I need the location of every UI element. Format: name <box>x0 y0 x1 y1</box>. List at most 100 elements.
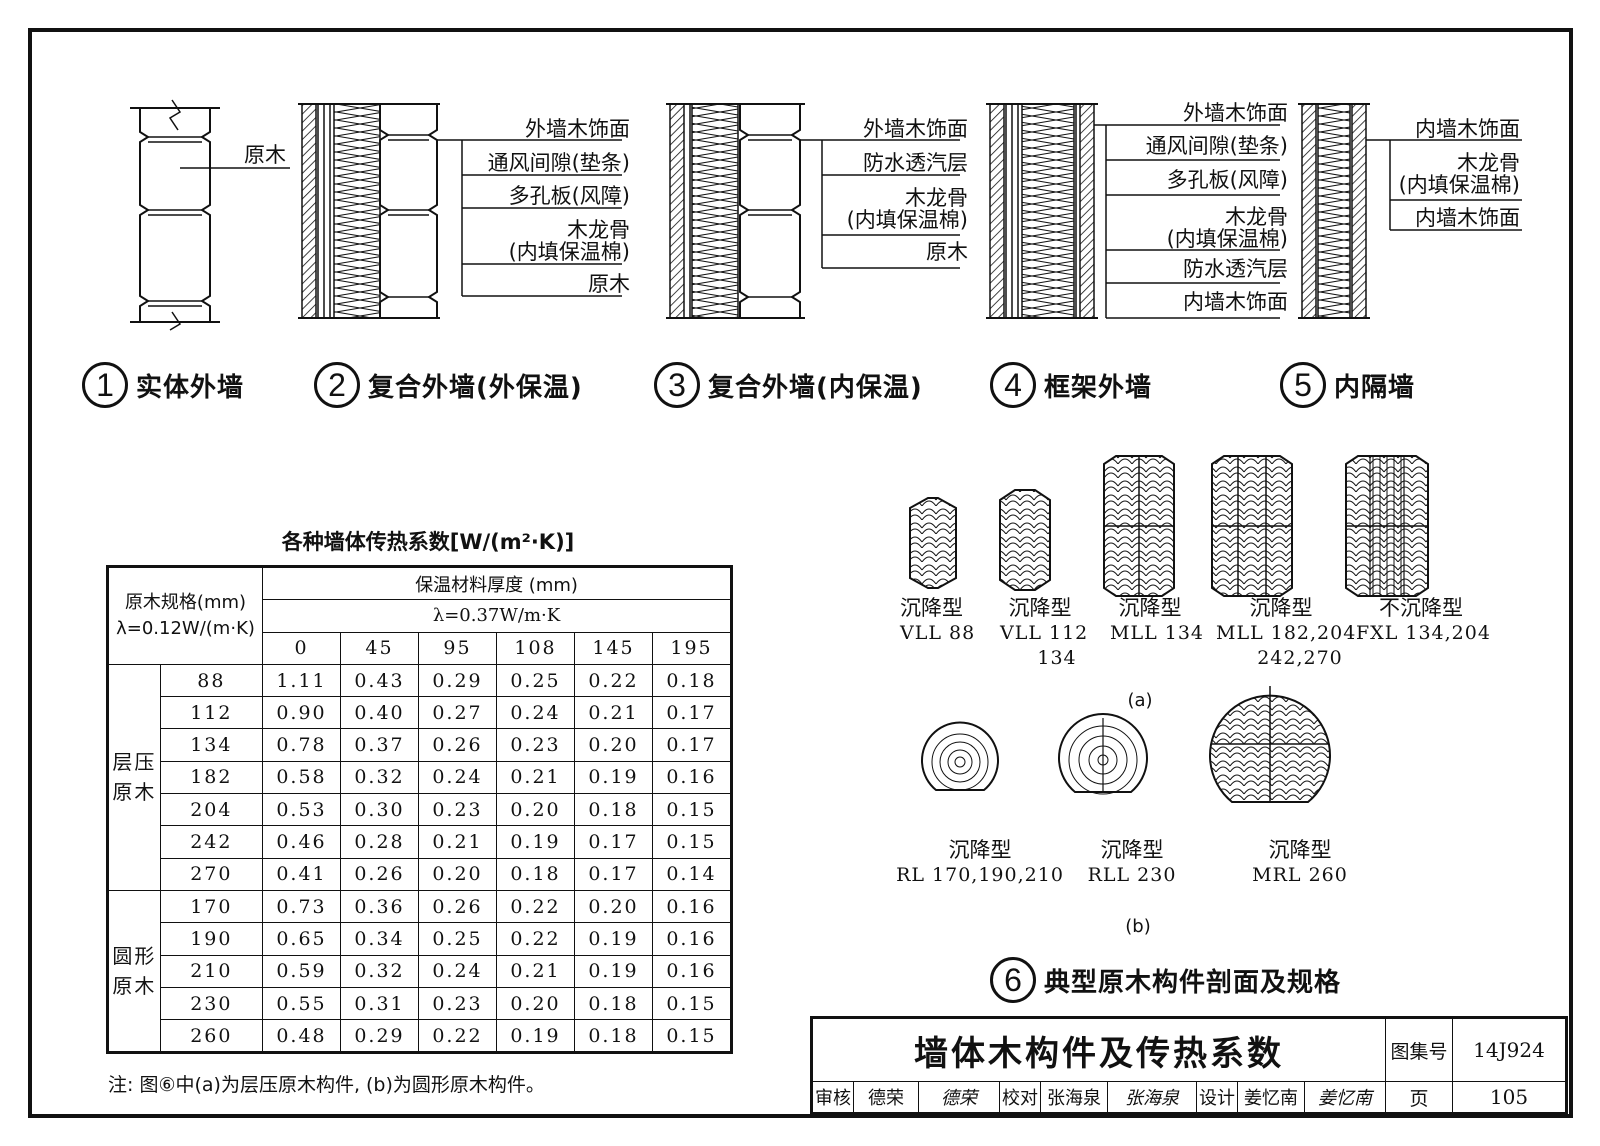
section-a-label-1: 沉降型 VLL 112 134 <box>1000 596 1089 671</box>
coefficient-cell: 0.15 <box>652 825 732 859</box>
section-mll-134 <box>1103 455 1175 597</box>
wall-5-label-3: 内墙木饰面 <box>1415 206 1520 230</box>
coefficient-cell: 0.53 <box>262 793 341 827</box>
wall-2-title: 复合外墙(外保温) <box>368 372 583 403</box>
coefficient-cell: 0.26 <box>418 889 497 924</box>
table-head-left-2: λ=0.12W/(m·K) <box>116 617 255 639</box>
coefficient-cell: 0.18 <box>496 857 575 891</box>
section-a-label-3: 沉降型 MLL 182,204 242,270 <box>1216 596 1355 671</box>
coefficient-cell: 0.31 <box>340 986 419 1021</box>
spec-cell: 210 <box>159 954 264 988</box>
section-code: RLL 230 <box>1087 864 1177 886</box>
section-code: VLL 112 <box>1000 622 1089 644</box>
coefficient-cell: 0.26 <box>340 857 419 891</box>
section-type: 沉降型 <box>948 838 1012 862</box>
section-b-label-2: 沉降型 MRL 260 <box>1250 838 1350 888</box>
wall-5-section <box>1298 103 1522 319</box>
coefficient-cell: 0.25 <box>496 663 575 698</box>
group-label-line-1: 圆形 <box>112 944 157 969</box>
coefficient-cell: 0.17 <box>652 728 732 762</box>
figure-number-circle: 5 <box>1280 362 1326 408</box>
table-head-right-2: λ=0.37W/m·K <box>262 599 732 633</box>
wall-3-label-3: (内填保温棉) <box>846 208 968 232</box>
review-name: 德荣 <box>853 1081 919 1114</box>
coefficient-cell: 0.22 <box>496 889 575 924</box>
coefficient-cell: 0.14 <box>652 857 732 891</box>
spec-cell: 182 <box>159 760 264 795</box>
coefficient-cell: 0.15 <box>652 986 732 1021</box>
section-type: 沉降型 <box>1249 596 1313 620</box>
table-head-right-1: 保温材料厚度 (mm) <box>262 565 732 601</box>
spec-cell: 190 <box>159 922 264 956</box>
wall-sections-drawing <box>130 99 1522 331</box>
thickness-cell: 145 <box>574 631 653 665</box>
wall-5-title: 内隔墙 <box>1334 372 1416 403</box>
page-number: 105 <box>1452 1081 1567 1114</box>
figure-number-circle: 6 <box>990 957 1036 1003</box>
check-label: 校对 <box>999 1081 1041 1114</box>
figure-number-circle: 4 <box>990 362 1036 408</box>
coefficient-cell: 0.36 <box>340 889 419 924</box>
coefficient-cell: 0.58 <box>262 760 341 795</box>
wall-4-label-5: 防水透汽层 <box>1183 257 1288 281</box>
wall-4-label-0: 外墙木饰面 <box>1183 101 1288 125</box>
coefficient-cell: 0.41 <box>262 857 341 891</box>
section-type: 沉降型 <box>900 596 963 620</box>
section-code: MLL 134 <box>1110 622 1204 644</box>
wall-1-section <box>130 99 290 331</box>
atlas-number: 14J924 <box>1452 1017 1567 1082</box>
wall-2-section <box>298 103 622 319</box>
coefficient-cell: 0.15 <box>652 1019 732 1054</box>
figure-number-circle: 1 <box>82 362 128 408</box>
coefficient-cell: 0.32 <box>340 760 419 795</box>
thickness-cell: 0 <box>262 631 341 665</box>
coefficient-cell: 0.30 <box>340 793 419 827</box>
section-code: MRL 260 <box>1252 864 1348 886</box>
wall-2-label-2: 多孔板(风障) <box>508 184 630 208</box>
figure-6-title: 典型原木构件剖面及规格 <box>1044 967 1342 998</box>
log-sections-drawing <box>909 455 1429 803</box>
wall-4-label-1: 通风间隙(垫条) <box>1145 134 1288 158</box>
wall-3-label-2: 木龙骨 <box>905 186 968 210</box>
section-a-label-0: 沉降型 VLL 88 <box>900 596 974 646</box>
wall-3-title: 复合外墙(内保温) <box>708 372 923 403</box>
wall-1-title: 实体外墙 <box>136 372 245 403</box>
wall-3-label-0: 外墙木饰面 <box>863 117 968 141</box>
section-b-label-0: 沉降型 RL 170,190,210 <box>895 838 1065 888</box>
section-type: 不沉降型 <box>1379 596 1463 620</box>
section-vll-112 <box>999 489 1051 591</box>
coefficient-cell: 0.17 <box>574 857 653 891</box>
coefficient-cell: 0.78 <box>262 728 341 762</box>
coefficient-cell: 0.26 <box>418 728 497 762</box>
wall-4-section <box>986 103 1280 319</box>
review-label: 审核 <box>811 1081 854 1114</box>
coefficient-cell: 0.22 <box>496 922 575 956</box>
table-title: 各种墙体传热系数[W/(m²·K)] <box>281 530 575 554</box>
section-vll-88 <box>909 497 957 589</box>
wall-2-caption: 2 复合外墙(外保温) <box>314 362 583 408</box>
wall-4-label-2: 多孔板(风障) <box>1166 168 1288 192</box>
spec-cell: 260 <box>159 1019 264 1054</box>
coefficient-cell: 0.19 <box>574 954 653 988</box>
coefficient-cell: 0.24 <box>496 696 575 730</box>
design-label: 设计 <box>1196 1081 1238 1114</box>
coefficient-cell: 0.21 <box>418 825 497 859</box>
thickness-cell: 95 <box>418 631 497 665</box>
section-type: 沉降型 <box>1118 596 1182 620</box>
coefficient-cell: 0.73 <box>262 889 341 924</box>
coefficient-cell: 0.40 <box>340 696 419 730</box>
wall-2-label-0: 外墙木饰面 <box>525 117 630 141</box>
wall-4-caption: 4 框架外墙 <box>990 362 1152 408</box>
wall-3-label-4: 原木 <box>926 240 968 264</box>
coefficient-cell: 0.20 <box>496 986 575 1021</box>
spec-cell: 134 <box>159 728 264 762</box>
coefficient-cell: 0.16 <box>652 889 732 924</box>
coefficient-cell: 0.17 <box>574 825 653 859</box>
thickness-cell: 45 <box>340 631 419 665</box>
check-name: 张海泉 <box>1040 1081 1108 1114</box>
